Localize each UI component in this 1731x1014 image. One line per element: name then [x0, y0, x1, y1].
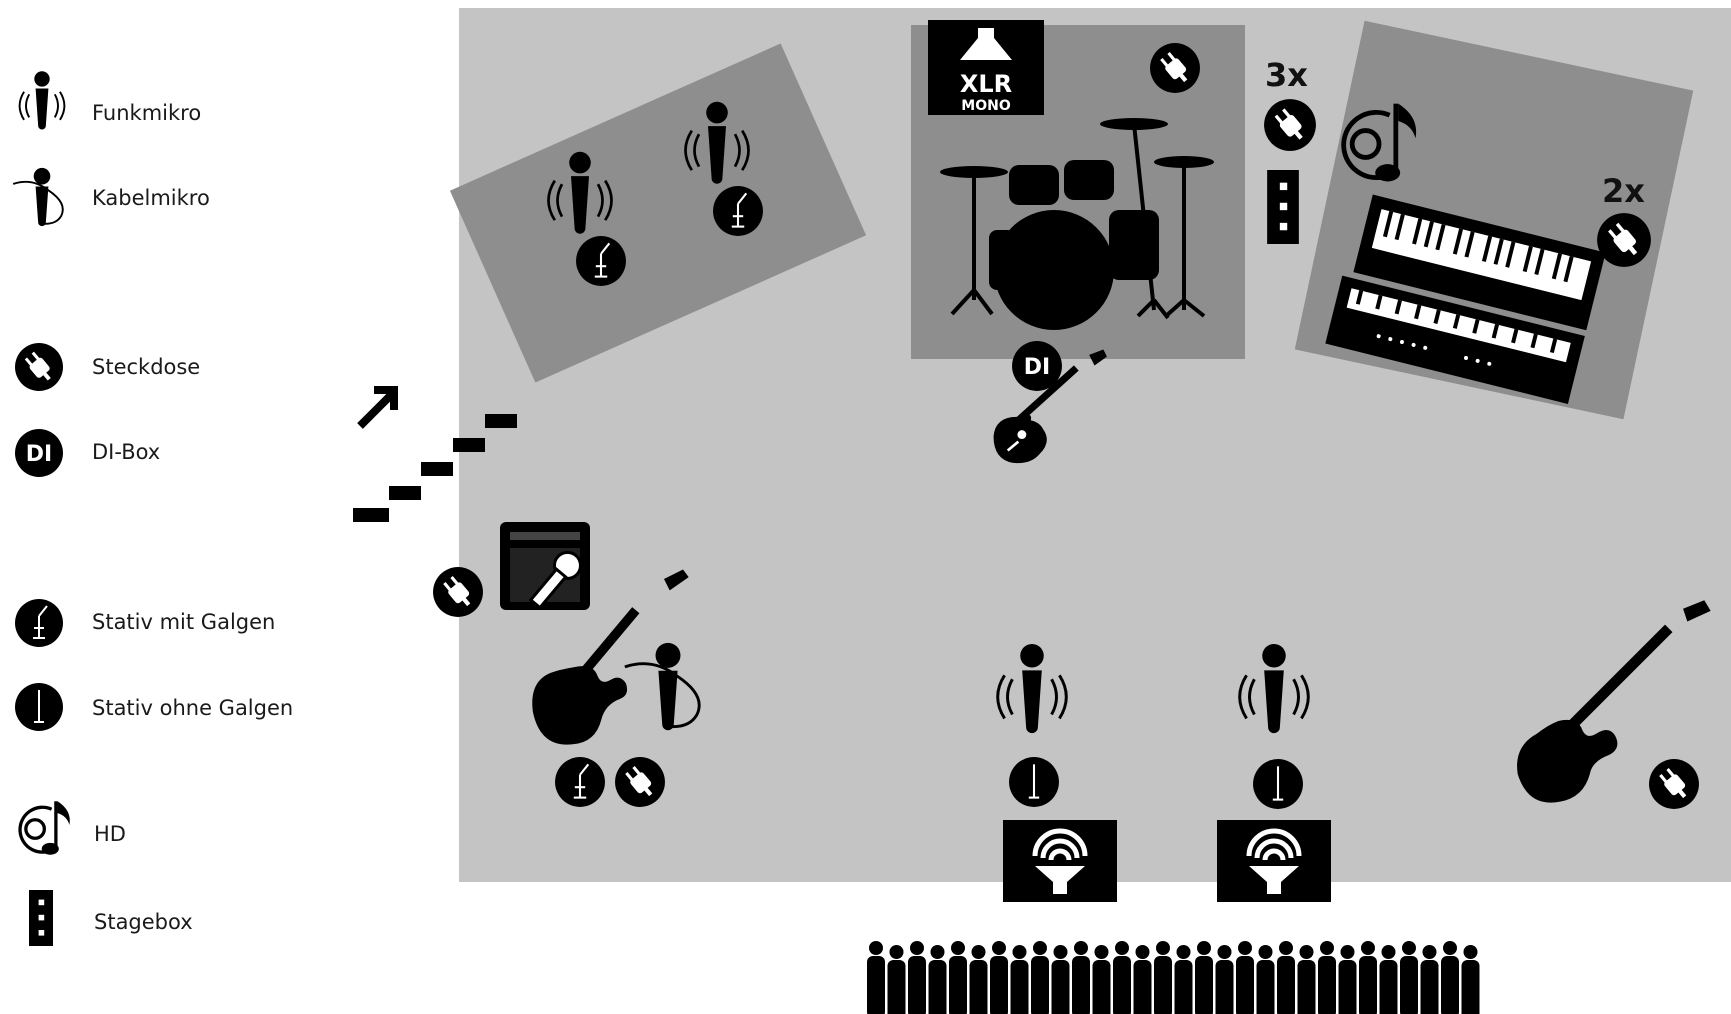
legend-label-dibox: DI-Box [92, 440, 161, 464]
amplifier-icon [500, 522, 590, 610]
boom-stand-icon [554, 756, 606, 808]
audience-person [1133, 945, 1152, 1014]
legend-label-hd: HD [94, 822, 126, 846]
xlr-mono-badge: XLR MONO [928, 20, 1044, 115]
legend-label-stagebox: Stagebox [94, 910, 193, 934]
audience-person [1092, 945, 1111, 1014]
audience-person [1113, 941, 1131, 1014]
di-box-icon: DI [14, 428, 64, 478]
audience-person [928, 945, 947, 1014]
hard-disk-music-icon [1332, 96, 1428, 192]
power-outlet-icon [14, 342, 64, 392]
stagebox-icon [1266, 170, 1300, 244]
power-outlet-icon [614, 756, 666, 808]
audience-person [990, 941, 1008, 1014]
cable-mic-icon [10, 166, 74, 230]
audience-person [1010, 945, 1029, 1014]
legend-label-stativ-ohne: Stativ ohne Galgen [92, 696, 294, 720]
audience-person [1420, 945, 1439, 1014]
acoustic-guitar-icon [990, 346, 1114, 470]
audience-person [1359, 941, 1377, 1014]
wireless-mic-icon [535, 150, 625, 240]
audience-person [1072, 941, 1090, 1014]
audience-person [1215, 945, 1234, 1014]
power-outlet-icon [1263, 98, 1317, 152]
di-box-icon-label: DI [26, 442, 52, 467]
di-box-icon: DI [1011, 340, 1063, 392]
wireless-mic-icon [1225, 642, 1323, 740]
audience-person [1174, 945, 1193, 1014]
audience-person [1297, 945, 1316, 1014]
audience-person [1461, 945, 1480, 1014]
boom-stand-icon [712, 185, 764, 237]
stairs-icon [353, 386, 517, 522]
drum-kit-icon [940, 118, 1214, 330]
legend-label-kabelmikro: Kabelmikro [92, 186, 210, 210]
stagebox-icon [28, 890, 54, 946]
audience-person [1277, 941, 1295, 1014]
audience-person [1256, 945, 1275, 1014]
legend-label-steckdose: Steckdose [92, 355, 201, 379]
audience-icon [867, 941, 1480, 1014]
straight-stand-icon [14, 682, 64, 732]
audience-person [1154, 941, 1172, 1014]
mono-label: MONO [961, 98, 1011, 114]
outlet-count-keys: 2x [1602, 172, 1645, 210]
wireless-mic-icon [672, 100, 762, 190]
audience-person [969, 945, 988, 1014]
audience-person [1338, 945, 1357, 1014]
wedge-monitor-icon [1217, 820, 1331, 902]
power-outlet-icon [1596, 212, 1652, 268]
wireless-mic-icon [10, 70, 74, 134]
audience-person [1379, 945, 1398, 1014]
audience-person [1051, 945, 1070, 1014]
straight-stand-icon [1008, 756, 1060, 808]
audience-person [1400, 941, 1418, 1014]
audience-person [1318, 941, 1336, 1014]
audience-person [867, 941, 885, 1014]
power-outlet-icon [432, 566, 484, 618]
audience-person [887, 945, 906, 1014]
legend-label-funkmikro: Funkmikro [92, 101, 202, 125]
cable-mic-icon [620, 640, 716, 736]
boom-stand-icon [575, 235, 627, 287]
power-outlet-icon [1149, 42, 1201, 94]
outlet-count-drums: 3x [1265, 56, 1308, 94]
legend-label-stativ-mit: Stativ mit Galgen [92, 610, 276, 634]
xlr-label: XLR [960, 70, 1012, 98]
audience-person [908, 941, 926, 1014]
straight-stand-icon [1252, 758, 1304, 810]
audience-person [1195, 941, 1213, 1014]
power-outlet-icon [1648, 758, 1700, 810]
wedge-monitor-icon [1003, 820, 1117, 902]
wireless-mic-icon [983, 642, 1081, 740]
boom-stand-icon [14, 598, 64, 648]
audience-person [949, 941, 967, 1014]
audience-person [1236, 941, 1254, 1014]
hard-disk-music-icon [12, 796, 78, 862]
keyboard-icon [1325, 194, 1606, 404]
audience-person [1441, 941, 1459, 1014]
audience-person [1031, 941, 1049, 1014]
di-label: DI [1024, 355, 1050, 380]
